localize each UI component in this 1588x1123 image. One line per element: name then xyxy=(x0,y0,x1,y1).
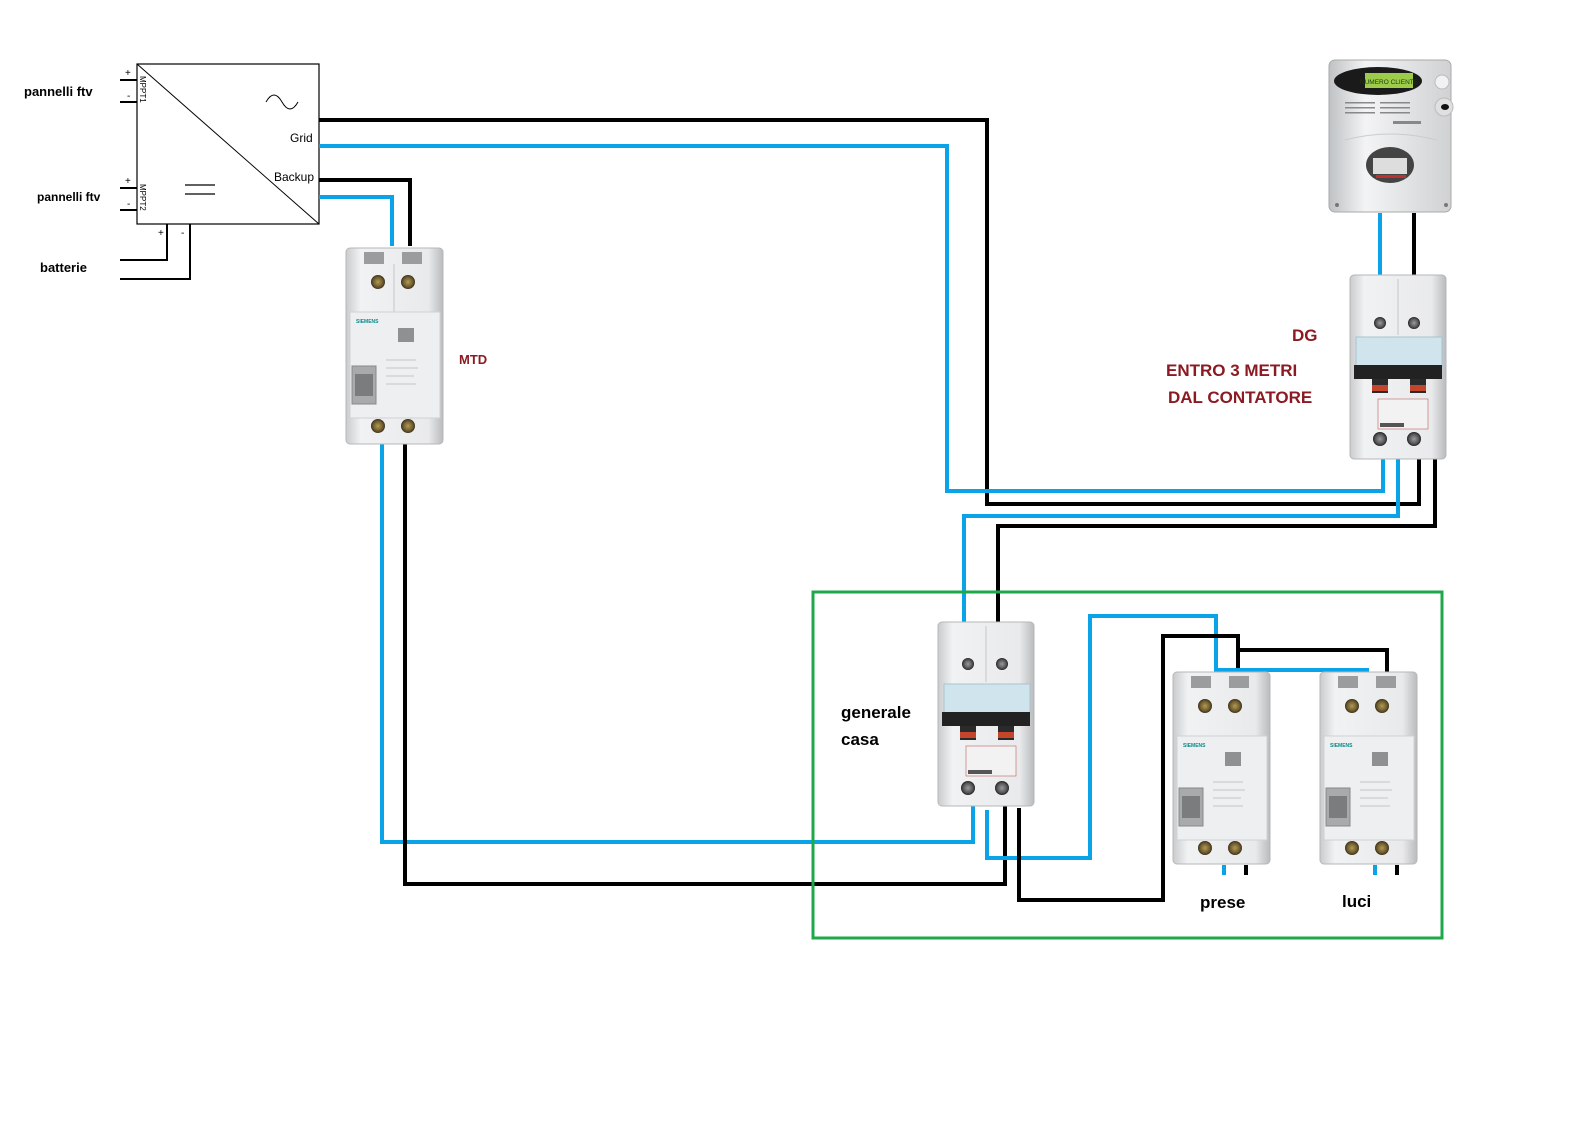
generale-label-line2: casa xyxy=(841,730,879,749)
mtd-breaker[interactable]: SIEMENS xyxy=(345,247,444,445)
luci-breaker[interactable]: SIEMENS xyxy=(1319,671,1418,865)
wires xyxy=(319,118,1437,902)
mtd-label: MTD xyxy=(459,352,487,367)
pv1-plus: + xyxy=(125,68,131,79)
pv1-label: pannelli ftv xyxy=(24,84,93,99)
wire-gen-prese-neutral xyxy=(985,614,1218,860)
generale-label-line1: generale xyxy=(841,703,911,722)
wire-backup-neutral xyxy=(319,195,394,246)
wire-prese-luci-phase xyxy=(1238,648,1389,680)
wire-mtd-gen-phase xyxy=(403,442,1007,886)
pv2-plus: + xyxy=(125,176,131,187)
wire-gen-prese-phase xyxy=(1017,634,1240,902)
meter-lcd xyxy=(1365,73,1413,88)
inverter: Grid Backup MPPT1 MPPT2 + - + - + - xyxy=(120,63,320,280)
luci-label: luci xyxy=(1342,892,1371,911)
dg-label: DG xyxy=(1292,326,1318,345)
svg-text:SIEMENS: SIEMENS xyxy=(1330,743,1353,749)
wire-grid-neutral xyxy=(319,144,1385,493)
battery-minus: - xyxy=(181,228,184,239)
mppt1-label: MPPT1 xyxy=(138,76,147,103)
dg-note-line2: DAL CONTATORE xyxy=(1168,388,1312,407)
wire-dg-gen-neutral xyxy=(962,458,1400,625)
generale-breaker[interactable] xyxy=(937,621,1035,807)
mppt2-label: MPPT2 xyxy=(138,184,147,211)
pv2-minus: - xyxy=(127,199,130,210)
meter-lcd-text: NUMERO CLIENTE xyxy=(1360,79,1419,86)
house-enclosure xyxy=(811,590,1444,940)
dg-note-line1: ENTRO 3 METRI xyxy=(1166,361,1297,380)
dg-breaker[interactable] xyxy=(1349,274,1447,460)
pv1-minus: - xyxy=(127,91,130,102)
inverter-diagonal xyxy=(136,63,320,225)
prese-breaker[interactable]: SIEMENS xyxy=(1172,671,1271,865)
prese-label: prese xyxy=(1200,893,1245,912)
battery-plus: + xyxy=(158,228,164,239)
svg-text:SIEMENS: SIEMENS xyxy=(356,319,379,325)
battery-label: batterie xyxy=(40,260,87,275)
pv2-label: pannelli ftv xyxy=(37,190,101,204)
ac-symbol-icon xyxy=(265,94,299,110)
energy-meter: NUMERO CLIENTE xyxy=(1328,59,1454,213)
svg-text:SIEMENS: SIEMENS xyxy=(1183,743,1206,749)
grid-label: Grid xyxy=(290,131,313,145)
backup-label: Backup xyxy=(274,170,314,184)
wire-backup-phase xyxy=(319,178,412,246)
wire-grid-phase xyxy=(319,118,1421,506)
wire-dg-gen-phase xyxy=(996,458,1437,625)
wire-mtd-gen-neutral xyxy=(380,442,975,844)
